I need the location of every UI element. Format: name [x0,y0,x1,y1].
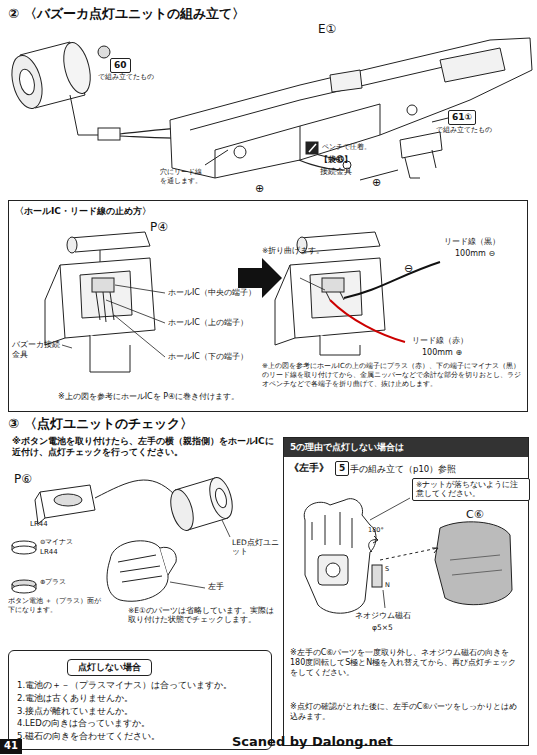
label: で組み立てたもの [436,126,492,135]
label: ⊕ [255,182,264,196]
label: 100mm ⊖ [455,249,495,259]
c6-part [435,522,512,605]
label: ネオジウム磁石 [355,611,411,620]
list-item: 2.電池は古くありませんか。 [17,692,263,705]
label: ホールIC（上の端子） [168,318,248,328]
battery-holder [35,480,175,524]
label: ⊖マイナス [40,538,73,546]
label: ※点灯の確認がとれた後に、左手のC⑥パーツをしっかりとはめ込みます。 [290,702,524,722]
label: 接続金具 [320,167,352,177]
label: P⑥ [14,472,32,487]
label: ⊕ [372,176,381,190]
label: ボタン電池 ＋（プラス）面が下になります。 [8,597,102,615]
label: P④ [150,220,168,235]
list-item: 5.磁石の向きを合わせてください。 [17,730,263,743]
label: 手の組み立て（p10）参照 [350,464,456,475]
led-unit [7,40,120,140]
label: バズーカ接続金具 [12,340,60,360]
label: ホールIC（下の端子） [168,352,248,362]
label: φ5×5 [372,623,393,632]
label: 60 [110,58,131,73]
label: ※ボタン電池を取り付けたら、左手の横（親指側）をホールICに近付け、点灯チェック… [12,436,277,459]
label: 【袋⑬】 [320,155,352,165]
label: C⑥ [466,508,484,522]
label: 61① [448,110,476,125]
label: ③ 〈点灯ユニットのチェック〉 [8,416,193,432]
label: ※上の図を参考にホールICを P④に巻き付けます。 [58,392,239,402]
label: 左手 [208,582,224,592]
label: ※E①のパーツは省略しています。実際は取り付けた状態でチェックします。 [128,606,278,625]
label: LR44 [30,520,48,529]
label: ※折り曲げます。 [262,246,324,255]
label: ※上の図を参考にホールICの上の端子にプラス（赤）、下の端子にマイナス（黒）のリ… [262,362,524,388]
label: LR44 [40,548,58,557]
label: 100mm ⊕ [422,348,462,358]
hall-ic-figure-left [45,232,155,372]
label: 180° [368,526,384,534]
label: ② 〈バズーカ点灯ユニットの組み立て〉 [8,6,245,22]
list-item: 4.LEDの向きは合っていますか。 [17,717,263,730]
label: 41 [0,739,22,754]
label: ※左手のC⑥パーツを一度取り外し、ネオジウム磁石の向きを180度回転してS極とN… [290,648,524,678]
label: ※ナットが落ちないように注意してください。 [412,478,530,501]
label: リード線（黒） [444,237,500,247]
label: Scaned by Dalong.net [232,734,393,750]
led-unit [167,475,237,533]
label: リード線（赤） [412,336,468,346]
label: ⊕プラス [40,578,66,586]
label: S [385,565,389,573]
label: 5 [335,461,349,476]
left-hand-open [304,499,382,614]
label: E① [318,22,336,37]
list-item: 1.電池の＋－（プラスマイナス）は合っていますか。 [17,679,263,692]
bazooka-part [170,38,532,178]
label: LED点灯ユニット [232,538,280,557]
label: 穴にリード線を通します。 [160,168,208,186]
label: N [385,581,390,589]
battery-icon [12,541,36,593]
label: ペンチで圧着。 [322,143,371,152]
label: ホールIC（中央の端子） [168,288,256,298]
left-hand [107,541,176,601]
label: 《左手》 [289,462,329,475]
label: で組み立てたもの [98,73,154,82]
box-heading: 点灯しない場合 [67,659,152,676]
list-item: 3.接点が離れていませんか。 [17,705,263,718]
label: ⊖ [404,262,413,276]
box-heading: 5の理由で点灯しない場合は [284,438,528,457]
box-heading: 〈ホールIC・リード線の止め方〉 [15,205,521,218]
